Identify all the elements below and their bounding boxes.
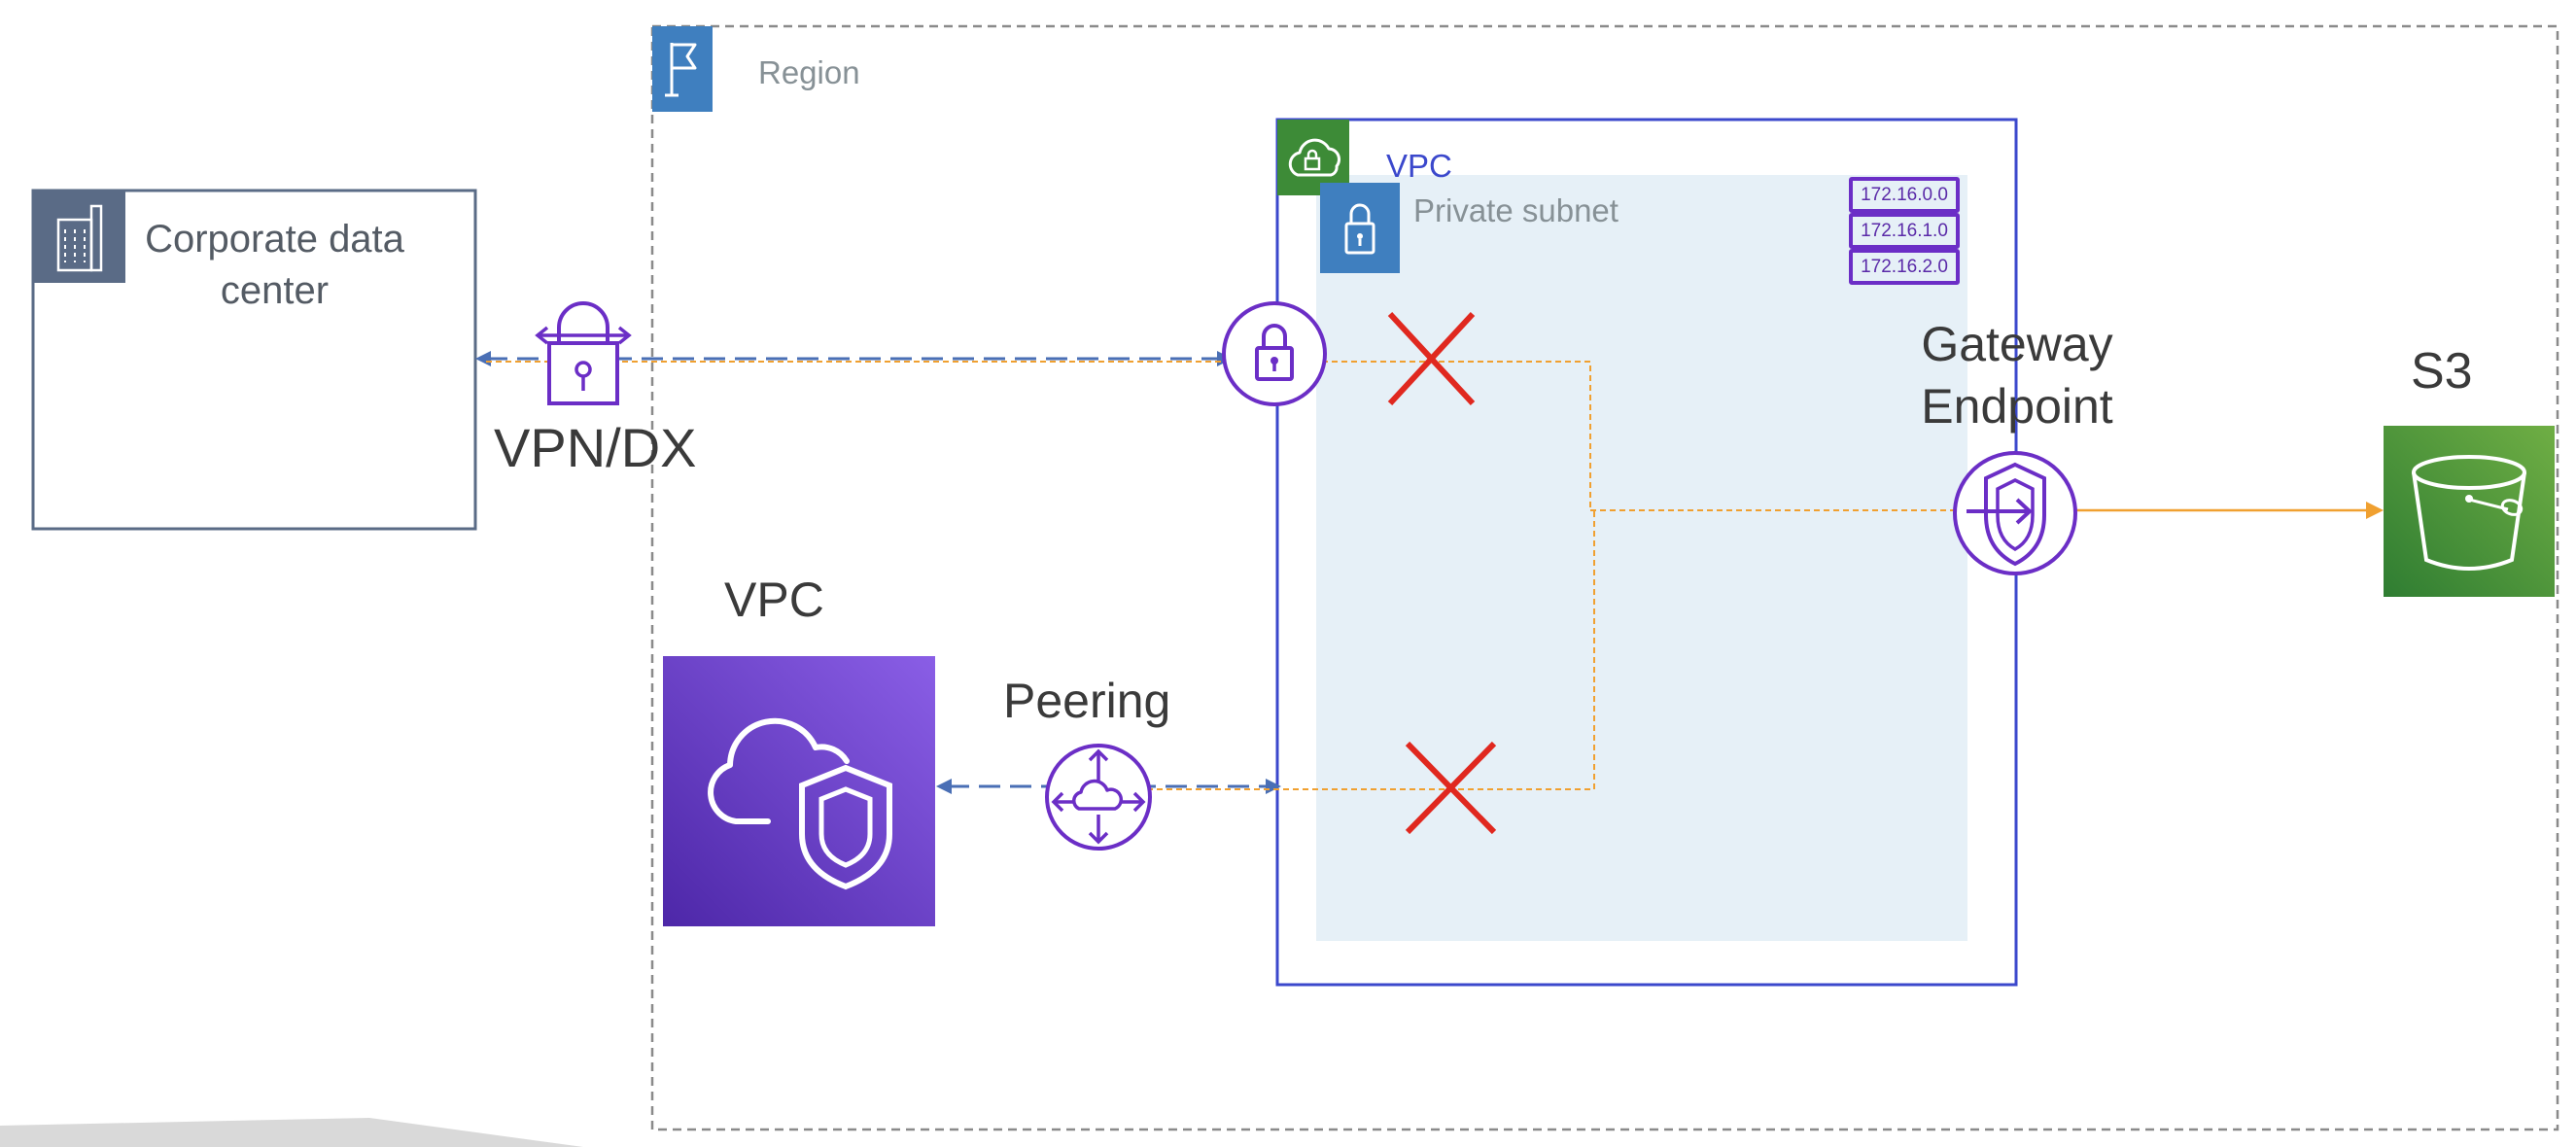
peered-vpc-label: VPC bbox=[724, 573, 824, 627]
red-x-icon bbox=[1405, 741, 1497, 835]
blocked-route-onprem bbox=[486, 361, 1591, 510]
region-boundary[interactable] bbox=[650, 24, 2559, 1131]
peering-label: Peering bbox=[1003, 674, 1171, 728]
arrowhead bbox=[1266, 779, 1281, 794]
cidr-block: 172.16.1.0 bbox=[1849, 213, 1960, 249]
cloud-shield-icon[interactable] bbox=[663, 656, 935, 926]
bucket-icon[interactable] bbox=[2384, 426, 2555, 597]
arrowhead bbox=[475, 351, 491, 366]
cidr-block: 172.16.2.0 bbox=[1849, 249, 1960, 285]
private-subnet-label: Private subnet bbox=[1413, 192, 1619, 228]
blocked-route-peering bbox=[1050, 510, 1595, 790]
corporate-data-center-label: Corporate data center bbox=[145, 218, 404, 312]
cidr-block: 172.16.0.0 bbox=[1849, 177, 1960, 213]
padlock-icon bbox=[1320, 183, 1400, 273]
arrowhead bbox=[2366, 502, 2384, 519]
slide-corner-decoration bbox=[0, 1118, 583, 1147]
office-building-icon bbox=[33, 191, 125, 283]
s3-label: S3 bbox=[2411, 343, 2473, 400]
gateway-endpoint-label: Gateway Endpoint bbox=[1921, 317, 2113, 434]
endpoint-shield-icon[interactable] bbox=[1953, 451, 2077, 575]
peering-connection-icon[interactable] bbox=[1045, 744, 1152, 851]
arrowhead bbox=[936, 779, 952, 794]
vpn-dx-label: VPN/DX bbox=[494, 417, 697, 478]
vpn-gateway-icon bbox=[535, 301, 632, 405]
vpc-label: VPC bbox=[1386, 148, 1452, 184]
padlock-circle-icon[interactable] bbox=[1222, 301, 1327, 406]
flag-icon bbox=[652, 26, 713, 112]
region-label: Region bbox=[758, 54, 860, 90]
red-x-icon bbox=[1387, 311, 1476, 406]
